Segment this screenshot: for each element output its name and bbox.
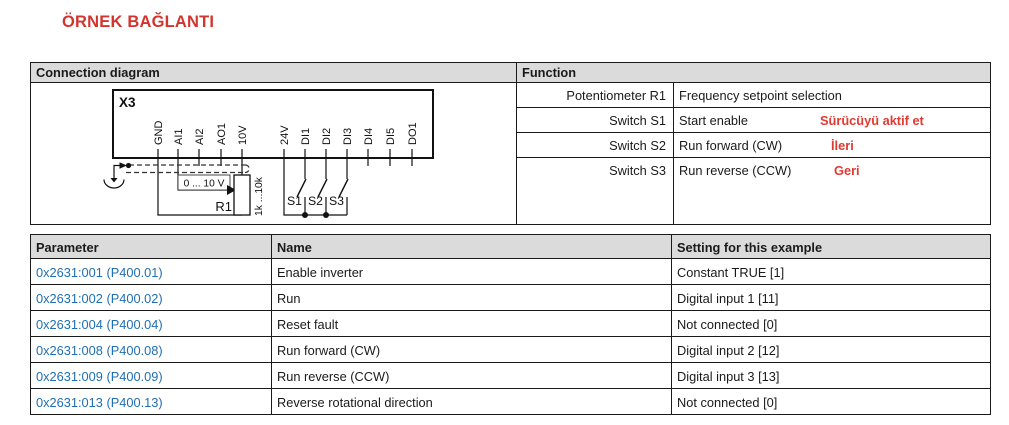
shield-connection-dot (125, 162, 132, 169)
table-row: 0x2631:002 (P400.02) Run Digital input 1… (30, 284, 991, 311)
junction-dot-s1 (302, 212, 308, 218)
terminal-block-label: X3 (119, 95, 136, 110)
parameter-setting: Digital input 3 [13] (671, 362, 991, 389)
annotation-s2: İleri (831, 138, 854, 153)
terminal-label-di5: DI5 (385, 128, 397, 145)
function-row-s2: Switch S2 Run forward (CW) İleri (517, 133, 990, 158)
switch-s2-blade (317, 178, 328, 198)
function-item-label: Potentiometer R1 (566, 88, 666, 103)
parameter-table: Parameter Name Setting for this example … (30, 234, 991, 415)
column-header-parameter: Parameter (30, 234, 272, 259)
terminal-label-24v: 24V (279, 125, 291, 145)
function-text: Start enable (679, 113, 749, 128)
function-description: Start enable Sürücüyü aktif et (673, 108, 990, 132)
shield-end-arc (244, 164, 250, 174)
table-row: 0x2631:004 (P400.04) Reset fault Not con… (30, 310, 991, 337)
parameter-setting: Not connected [0] (671, 310, 991, 337)
function-row-potentiometer: Potentiometer R1 Frequency setpoint sele… (517, 83, 990, 108)
parameter-table-header-row: Parameter Name Setting for this example (30, 234, 991, 259)
parameter-name: Run (271, 284, 672, 311)
switch-s1-blade (296, 178, 307, 198)
parameter-link[interactable]: 0x2631:001 (P400.01) (30, 258, 272, 285)
parameter-setting: Constant TRUE [1] (671, 258, 991, 285)
wiper-arrow (227, 185, 236, 195)
connection-diagram-cell: X3 GND AI1 AI2 AO1 10V 24V (31, 83, 517, 224)
function-item-label: Switch S3 (609, 163, 666, 178)
function-item-label: Switch S1 (609, 113, 666, 128)
parameter-name: Run reverse (CCW) (271, 362, 672, 389)
function-row-s1: Switch S1 Start enable Sürücüyü aktif et (517, 108, 990, 133)
switch-s1-label: S1 (287, 194, 302, 208)
parameter-name: Enable inverter (271, 258, 672, 285)
terminal-label-ai2: AI2 (194, 128, 206, 145)
potentiometer-label: R1 (215, 199, 232, 214)
parameter-link[interactable]: 0x2631:013 (P400.13) (30, 388, 272, 415)
switch-s3-blade (338, 178, 349, 198)
connection-table-header-row: Connection diagram Function (31, 63, 990, 83)
function-header: Function (522, 65, 577, 80)
terminal-label-10v: 10V (237, 125, 249, 145)
function-description: Run forward (CW) İleri (673, 133, 990, 157)
parameter-name: Run forward (CW) (271, 336, 672, 363)
parameter-setting: Digital input 1 [11] (671, 284, 991, 311)
table-row: 0x2631:001 (P400.01) Enable inverter Con… (30, 258, 991, 285)
connection-diagram-header: Connection diagram (31, 63, 517, 82)
parameter-link[interactable]: 0x2631:009 (P400.09) (30, 362, 272, 389)
parameter-link[interactable]: 0x2631:002 (P400.02) (30, 284, 272, 311)
parameter-setting: Digital input 2 [12] (671, 336, 991, 363)
annotation-s3: Geri (834, 163, 860, 178)
function-text: Run reverse (CCW) (679, 163, 792, 178)
voltage-label: 0 ... 10 V (184, 179, 225, 190)
function-text: Run forward (CW) (679, 138, 783, 153)
table-row: 0x2631:009 (P400.09) Run reverse (CCW) D… (30, 362, 991, 389)
terminal-label-di2: DI2 (321, 128, 333, 145)
parameter-name: Reset fault (271, 310, 672, 337)
switch-s3-label: S3 (329, 194, 344, 208)
wiring-diagram: X3 GND AI1 AI2 AO1 10V 24V (103, 89, 434, 218)
table-row: 0x2631:008 (P400.08) Run forward (CW) Di… (30, 336, 991, 363)
function-description: Run reverse (CCW) Geri (673, 158, 990, 224)
column-header-setting: Setting for this example (671, 234, 991, 259)
terminal-label-gnd: GND (153, 121, 165, 146)
function-item-label: Switch S2 (609, 138, 666, 153)
table-row: 0x2631:013 (P400.13) Reverse rotational … (30, 388, 991, 415)
gnd-wire (157, 158, 242, 216)
parameter-link[interactable]: 0x2631:008 (P400.08) (30, 336, 272, 363)
column-header-name: Name (271, 234, 672, 259)
terminal-label-ai1: AI1 (173, 128, 185, 145)
parameter-name: Reverse rotational direction (271, 388, 672, 415)
potentiometer-body (233, 174, 251, 216)
switch-s2-label: S2 (308, 194, 323, 208)
annotation-s1: Sürücüyü aktif et (820, 113, 924, 128)
terminal-label-di4: DI4 (363, 128, 375, 145)
parameter-link[interactable]: 0x2631:004 (P400.04) (30, 310, 272, 337)
terminal-label-do1: DO1 (407, 122, 419, 145)
page-title: ÖRNEK BAĞLANTI (62, 13, 215, 31)
terminal-label-di1: DI1 (300, 128, 312, 145)
function-row-s3: Switch S3 Run reverse (CCW) Geri (517, 158, 990, 224)
function-column: Potentiometer R1 Frequency setpoint sele… (517, 83, 990, 224)
terminal-label-ao1: AO1 (216, 123, 228, 145)
parameter-setting: Not connected [0] (671, 388, 991, 415)
junction-dot-s2 (323, 212, 329, 218)
potentiometer-range-label: 1k ...10k (254, 176, 265, 216)
earth-symbol (103, 162, 127, 189)
function-description: Frequency setpoint selection (673, 83, 990, 107)
voltage-label-box (177, 174, 231, 191)
connection-function-table: Connection diagram Function X3 (30, 62, 991, 225)
terminal-label-di3: DI3 (342, 128, 354, 145)
terminal-block-x3 (112, 89, 434, 159)
